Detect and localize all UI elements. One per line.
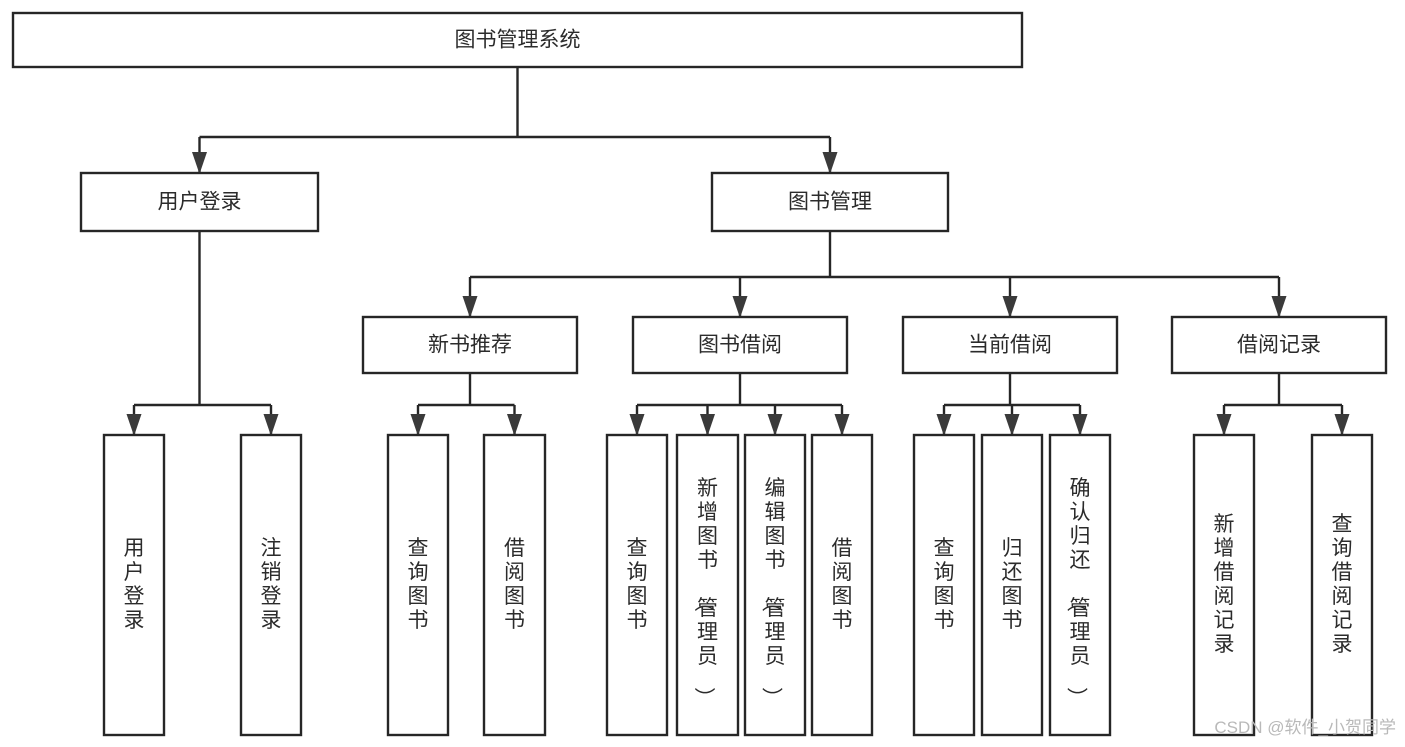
node-branch[interactable]: 用户登录	[79, 171, 320, 233]
connector-layer	[126, 67, 1350, 436]
node-leaf[interactable]: 编辑图书（管理员）	[743, 433, 807, 737]
node-label: 当前借阅	[968, 334, 1052, 357]
arrow-head-icon	[1216, 414, 1232, 436]
node-label: 编辑图书（管理员）	[760, 477, 786, 708]
node-box[interactable]	[361, 315, 579, 375]
arrow-head-icon	[1004, 414, 1020, 436]
node-label: 图书借阅	[698, 334, 782, 357]
node-box[interactable]	[1048, 433, 1112, 737]
node-box[interactable]	[912, 433, 976, 737]
arrow-head-icon	[1334, 414, 1350, 436]
arrow-head-icon	[1072, 414, 1088, 436]
node-box[interactable]	[743, 433, 807, 737]
arrow-head-icon	[507, 414, 522, 436]
arrow-head-icon	[732, 296, 748, 318]
arrow-head-icon	[462, 296, 478, 318]
arrow-head-icon	[629, 414, 645, 436]
node-box[interactable]	[710, 171, 950, 233]
node-category[interactable]: 新书推荐	[361, 315, 579, 375]
node-box[interactable]	[1310, 433, 1374, 737]
node-box[interactable]	[675, 433, 740, 737]
node-leaf[interactable]: 查询借阅记录	[1310, 433, 1374, 737]
arrow-head-icon	[1271, 296, 1287, 318]
node-label: 新增图书（管理员）	[692, 477, 718, 708]
node-label: 查询借阅记录	[1332, 513, 1353, 656]
node-label: 注销登录	[261, 537, 282, 632]
node-leaf[interactable]: 确认归还（管理员）	[1048, 433, 1112, 737]
node-label: 归还图书	[1002, 537, 1023, 632]
arrow-head-icon	[126, 414, 142, 436]
node-leaf[interactable]: 查询图书	[386, 433, 450, 737]
node-label: 查询图书	[627, 537, 648, 632]
node-label: 确认归还（管理员）	[1065, 477, 1091, 708]
node-box[interactable]	[79, 171, 320, 233]
node-box[interactable]	[239, 433, 303, 737]
csdn-watermark: CSDN @软件_小贺同学	[1214, 718, 1396, 737]
node-label: 查询图书	[408, 537, 429, 632]
node-root[interactable]: 图书管理系统	[11, 11, 1024, 69]
node-leaf[interactable]: 借阅图书	[482, 433, 547, 737]
arrow-head-icon	[192, 152, 207, 174]
node-layer: 图书管理系统用户登录用户登录注销登录图书管理新书推荐查询图书借阅图书图书借阅查询…	[11, 11, 1388, 737]
node-leaf[interactable]: 新增借阅记录	[1192, 433, 1256, 737]
arrow-head-icon	[822, 152, 838, 174]
node-box[interactable]	[482, 433, 547, 737]
arrow-head-icon	[263, 414, 279, 436]
node-category[interactable]: 借阅记录	[1170, 315, 1388, 375]
arrow-head-icon	[410, 414, 426, 436]
node-box[interactable]	[980, 433, 1044, 737]
node-category[interactable]: 当前借阅	[901, 315, 1119, 375]
node-box[interactable]	[1192, 433, 1256, 737]
node-label: 新书推荐	[428, 334, 512, 357]
node-box[interactable]	[901, 315, 1119, 375]
node-label: 用户登录	[158, 191, 242, 214]
node-branch[interactable]: 图书管理	[710, 171, 950, 233]
node-label: 查询图书	[934, 537, 955, 632]
node-label: 借阅图书	[832, 537, 853, 632]
node-box[interactable]	[605, 433, 669, 737]
arrow-head-icon	[1002, 296, 1018, 318]
node-label: 图书管理系统	[455, 29, 581, 52]
node-label: 借阅图书	[504, 537, 525, 632]
node-leaf[interactable]: 归还图书	[980, 433, 1044, 737]
arrow-head-icon	[767, 414, 783, 436]
arrow-head-icon	[936, 414, 952, 436]
arrow-head-icon	[834, 414, 850, 436]
node-box[interactable]	[1170, 315, 1388, 375]
node-label: 借阅记录	[1237, 334, 1321, 357]
node-box[interactable]	[11, 11, 1024, 69]
arrow-head-icon	[700, 414, 715, 436]
node-box[interactable]	[386, 433, 450, 737]
node-box[interactable]	[810, 433, 874, 737]
node-leaf[interactable]: 注销登录	[239, 433, 303, 737]
node-leaf[interactable]: 新增图书（管理员）	[675, 433, 740, 737]
node-label: 用户登录	[124, 537, 145, 632]
node-box[interactable]	[102, 433, 166, 737]
node-leaf[interactable]: 查询图书	[605, 433, 669, 737]
node-box[interactable]	[631, 315, 849, 375]
node-label: 新增借阅记录	[1214, 513, 1235, 656]
node-leaf[interactable]: 查询图书	[912, 433, 976, 737]
node-label: 图书管理	[788, 191, 872, 214]
node-leaf[interactable]: 用户登录	[102, 433, 166, 737]
node-leaf[interactable]: 借阅图书	[810, 433, 874, 737]
node-category[interactable]: 图书借阅	[631, 315, 849, 375]
